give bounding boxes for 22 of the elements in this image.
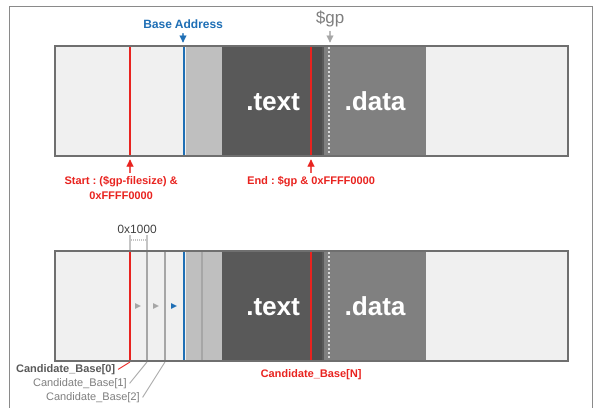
memory-section: .data xyxy=(324,47,426,155)
arrow xyxy=(179,33,187,43)
dimension-label: 0x1000 xyxy=(117,222,157,236)
arrow xyxy=(307,159,315,173)
memory-bar xyxy=(54,45,569,157)
memory-section: .data xyxy=(324,252,426,360)
memory-bar xyxy=(54,250,569,362)
arrow xyxy=(326,30,334,43)
leader-line xyxy=(142,362,166,398)
pointer-label: Candidate_Base[N] xyxy=(260,368,362,380)
callout-label: Candidate_Base[0] xyxy=(16,362,116,377)
callout-label: Start : ($gp-filesize) & 0xFFFF0000 xyxy=(56,174,186,204)
callout-label: Base Address xyxy=(143,16,223,32)
callout-label: Candidate_Base[1] xyxy=(33,376,127,391)
leader-line xyxy=(118,362,130,370)
callout-label: Candidate_Base[2] xyxy=(46,390,140,405)
callout-label: End : $gp & 0xFFFF0000 xyxy=(247,174,375,189)
arrow xyxy=(126,159,134,173)
callout-label: $gp xyxy=(316,7,344,30)
leader-line xyxy=(129,362,148,384)
memory-block xyxy=(186,47,222,155)
memory-block xyxy=(204,252,222,360)
